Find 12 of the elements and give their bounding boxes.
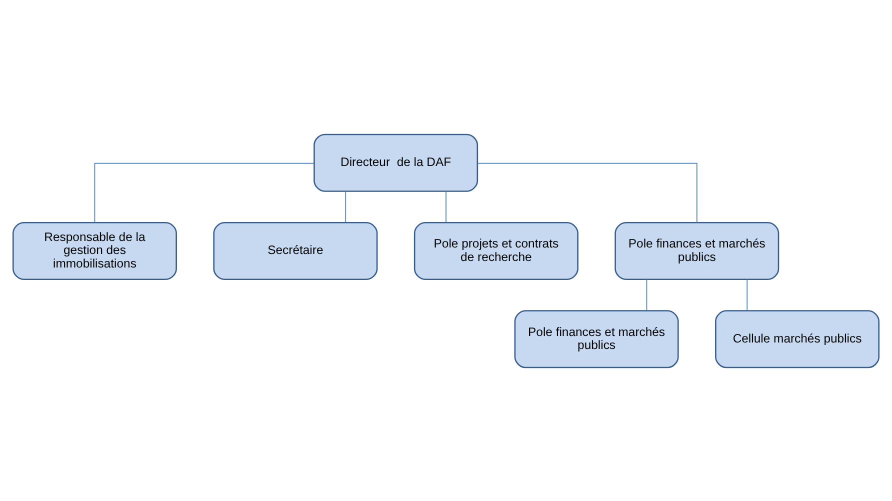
connector — [477, 162, 698, 222]
connector — [94, 162, 314, 222]
node-box: Secrétaire — [213, 221, 378, 280]
node-box: Directeur de la DAF — [314, 133, 478, 192]
node-box: Pole finances et marchés publics — [514, 310, 679, 368]
node-box: Responsable de la gestion des immobilisations — [12, 221, 177, 280]
connector — [345, 190, 346, 222]
node-box: Cellule marchés publics — [715, 310, 880, 368]
connector — [646, 278, 648, 310]
connector — [746, 278, 748, 310]
node-box: Pole projets et contrats de recherche — [414, 221, 578, 280]
node-box: Pole finances et marchés publics — [614, 221, 780, 280]
